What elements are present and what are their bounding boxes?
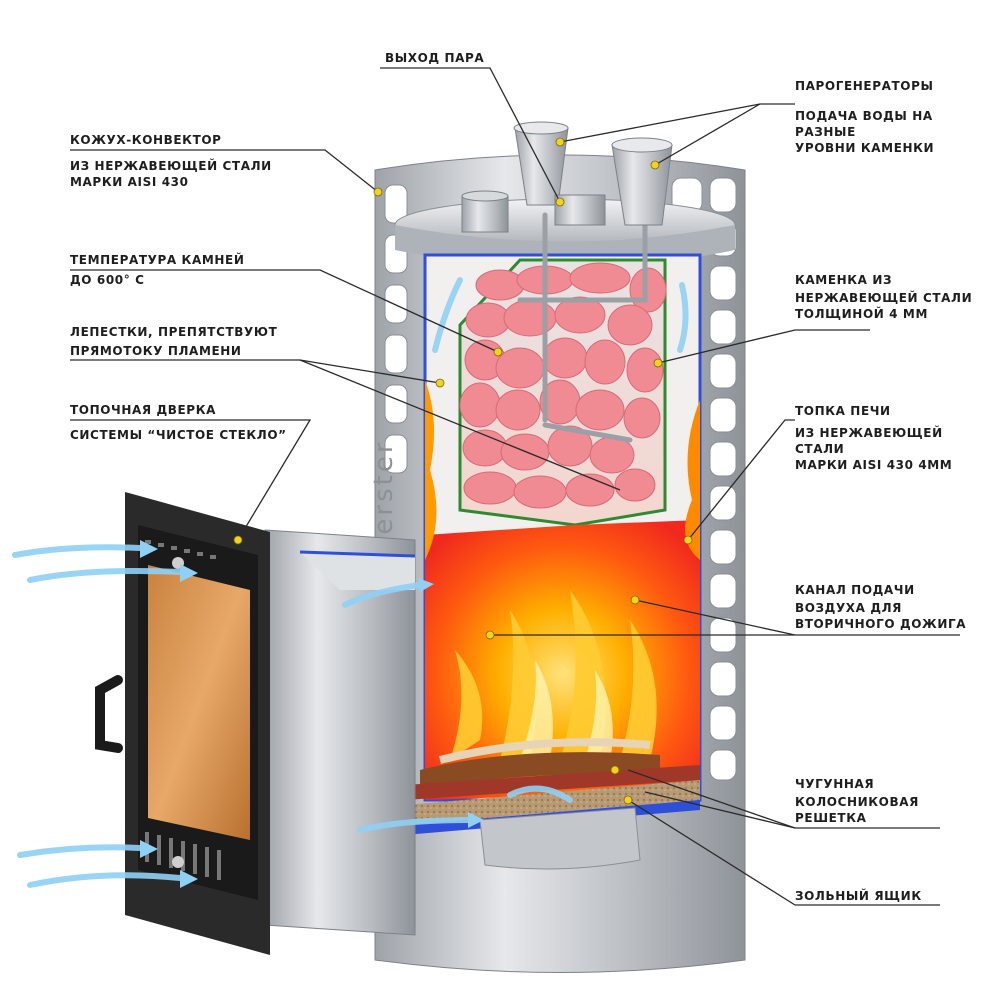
label-petals-desc: ПРЯМОТОКУ ПЛАМЕНИ bbox=[70, 344, 242, 358]
label-petals: ЛЕПЕСТКИ, ПРЕПЯТСТВУЮТ bbox=[70, 325, 278, 339]
flames bbox=[450, 590, 657, 760]
door-top-vents bbox=[145, 540, 216, 559]
firebox-door bbox=[95, 492, 270, 955]
marker-door bbox=[233, 535, 243, 545]
steam-outlet-pipe bbox=[461, 190, 606, 233]
marker-heater bbox=[653, 358, 663, 368]
label-air-channel-desc: ВОЗДУХА ДЛЯ ВТОРИЧНОГО ДОЖИГА bbox=[795, 601, 967, 631]
label-steam-outlet: ВЫХОД ПАРА bbox=[385, 51, 485, 65]
marker-grate bbox=[610, 765, 620, 775]
label-heater: КАМЕНКА ИЗ bbox=[795, 273, 893, 287]
marker-dots bbox=[233, 137, 693, 805]
fire-chamber bbox=[405, 380, 700, 800]
marker-steam-generator-right bbox=[650, 160, 660, 170]
label-firebox-door: ТОПОЧНАЯ ДВЕРКА bbox=[70, 403, 216, 417]
label-convector-casing-desc: ИЗ НЕРЖАВЕЮЩЕЙ СТАЛИ МАРКИ AISI 430 bbox=[70, 159, 272, 189]
air-arrowheads bbox=[140, 540, 484, 888]
label-ash-box: ЗОЛЬНЫЙ ЯЩИК bbox=[795, 889, 922, 903]
marker-ash bbox=[623, 795, 633, 805]
marker-air-channel-2 bbox=[485, 630, 495, 640]
label-heater-desc: НЕРЖАВЕЮЩЕЙ СТАЛИ ТОЛЩИНОЙ 4 ММ bbox=[795, 291, 973, 321]
label-grate-desc: КОЛОСНИКОВАЯ РЕШЕТКА bbox=[795, 795, 919, 825]
air-flows bbox=[12, 277, 689, 888]
casing-slots-left bbox=[384, 184, 408, 474]
grate bbox=[405, 765, 700, 800]
label-steam-generators: ПАРОГЕНЕРАТОРЫ bbox=[795, 79, 934, 93]
label-grate: ЧУГУННАЯ bbox=[795, 777, 875, 791]
label-firebox: ТОПКА ПЕЧИ bbox=[795, 404, 891, 418]
water-pipes bbox=[517, 212, 648, 443]
stones bbox=[459, 262, 667, 509]
marker-stones bbox=[493, 347, 503, 357]
marker-steam-generator-left bbox=[555, 137, 565, 147]
label-convector-casing: КОЖУХ-КОНВЕКТОР bbox=[70, 133, 222, 147]
marker-air-channel bbox=[630, 595, 640, 605]
label-steam-generators-desc: ПОДАЧА ВОДЫ НА РАЗНЫЕ УРОВНИ КАМЕНКИ bbox=[795, 109, 935, 155]
ash-box bbox=[479, 807, 641, 870]
leader-lines bbox=[70, 67, 960, 906]
label-firebox-door-desc: СИСТЕМЫ “ЧИСТОЕ СТЕКЛО” bbox=[70, 428, 287, 442]
label-firebox-desc: ИЗ НЕРЖАВЕЮЩЕЙ СТАЛИ МАРКИ AISI 430 4ММ bbox=[795, 426, 953, 472]
firebox-tunnel bbox=[264, 529, 416, 936]
marker-steam-outlet bbox=[555, 197, 565, 207]
door-handle bbox=[95, 675, 123, 753]
label-stone-temperature-desc: ДО 600° С bbox=[70, 273, 145, 287]
ash-area bbox=[345, 780, 700, 870]
label-stone-temperature: ТЕМПЕРАТУРА КАМНЕЙ bbox=[70, 253, 245, 267]
marker-firebox bbox=[683, 535, 693, 545]
marker-petals bbox=[435, 378, 445, 388]
marker-convector bbox=[373, 187, 383, 197]
door-glass bbox=[148, 565, 250, 840]
label-air-channel: КАНАЛ ПОДАЧИ bbox=[795, 583, 915, 597]
